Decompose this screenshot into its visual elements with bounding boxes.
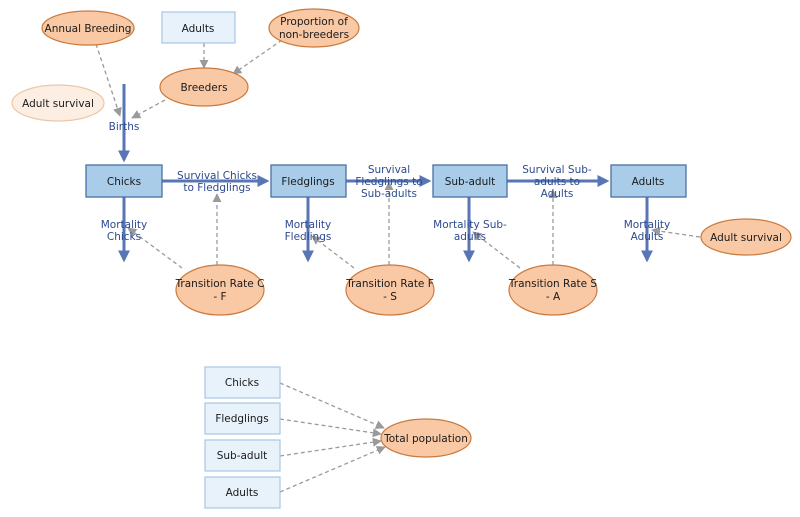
mortality-adults-label-2: Adults — [631, 231, 664, 243]
proportion-nonbreeders-variable[interactable]: Proportion of non-breeders — [268, 8, 360, 48]
survival-fledglings-label-1: Survival — [368, 164, 410, 176]
chicks-stock[interactable]: Chicks — [85, 164, 163, 198]
adults-ghost-label: Adults — [226, 487, 259, 499]
adult-survival-variable[interactable]: Adult survival — [700, 218, 792, 256]
adult-survival-faded-variable[interactable]: Adult survival — [11, 84, 105, 122]
survival-subadults-label-1: Survival Sub- — [522, 164, 592, 176]
mortality-adults-label-1: Mortality — [624, 219, 671, 231]
mortality-subadults-label-1: Mortality Sub- — [433, 219, 507, 231]
link-transition-cf-mortality — [127, 227, 183, 269]
chicks-ghost[interactable]: Chicks — [204, 366, 281, 399]
adult-survival-label: Adult survival — [710, 232, 782, 244]
link-chicks-total — [279, 382, 385, 429]
transition-rate-cf-label-2: - F — [213, 291, 226, 303]
total-population-label: Total population — [383, 433, 468, 445]
survival-fledglings-label-3: Sub-adults — [361, 188, 417, 200]
link-transition-sa-mortality — [472, 231, 521, 269]
link-adults-total — [279, 446, 386, 493]
breeders-variable[interactable]: Breeders — [159, 67, 249, 107]
fledglings-stock[interactable]: Fledglings — [270, 164, 347, 198]
chicks-ghost-label: Chicks — [225, 377, 259, 389]
mortality-chicks-label-2: Chicks — [107, 231, 141, 243]
mortality-chicks-label-1: Mortality — [101, 219, 148, 231]
transition-rate-sa-label-1: Transition Rate S — [508, 278, 598, 290]
survival-chicks-label-2: to Fledglings — [183, 182, 250, 194]
link-annual-breeding-births — [95, 43, 122, 117]
survival-subadults-label-2: adults to — [534, 176, 580, 188]
subadult-stock[interactable]: Sub-adult — [432, 164, 508, 198]
total-population-variable[interactable]: Total population — [380, 418, 472, 458]
adults-ghost[interactable]: Adults — [204, 476, 281, 509]
transition-rate-cf-variable[interactable]: Transition Rate C - F — [175, 264, 265, 316]
transition-rate-cf-label-1: Transition Rate C — [175, 278, 265, 290]
transition-rate-fs-variable[interactable]: Transition Rate F - S — [345, 264, 435, 316]
births-label: Births — [109, 121, 140, 133]
proportion-nonbreeders-label-2: non-breeders — [279, 29, 349, 41]
transition-rate-sa-variable[interactable]: Transition Rate S - A — [508, 264, 598, 316]
annual-breeding-label: Annual Breeding — [45, 23, 132, 35]
adults-stock-label: Adults — [632, 176, 665, 188]
adults-ghost-top-label: Adults — [182, 23, 215, 35]
adults-stock[interactable]: Adults — [610, 164, 687, 198]
mortality-subadults-label-2: adults — [454, 231, 486, 243]
proportion-nonbreeders-label-1: Proportion of — [280, 16, 348, 28]
subadult-stock-label: Sub-adult — [445, 176, 496, 188]
subadult-ghost-label: Sub-adult — [217, 450, 268, 462]
chicks-stock-label: Chicks — [107, 176, 141, 188]
transition-rate-sa-label-2: - A — [546, 291, 561, 303]
link-subadult-total — [279, 437, 382, 457]
survival-subadults-label-3: Adults — [541, 188, 574, 200]
mortality-fledglings-label-1: Mortality — [285, 219, 332, 231]
transition-rate-fs-label-2: - S — [383, 291, 397, 303]
fledglings-stock-label: Fledglings — [281, 176, 334, 188]
subadult-ghost[interactable]: Sub-adult — [204, 439, 281, 472]
fledglings-ghost[interactable]: Fledglings — [204, 402, 281, 435]
adults-ghost-top[interactable]: Adults — [161, 11, 236, 44]
mortality-fledglings-label-2: Fledlings — [285, 231, 332, 243]
breeders-label: Breeders — [180, 82, 227, 94]
survival-chicks-label-1: Survival Chicks — [177, 170, 257, 182]
link-transition-fs-mortality — [311, 235, 355, 269]
link-breeders-births — [131, 99, 166, 119]
link-fledglings-total — [279, 418, 382, 438]
link-proportion-breeders — [232, 39, 283, 75]
annual-breeding-variable[interactable]: Annual Breeding — [41, 10, 135, 46]
fledglings-ghost-label: Fledglings — [215, 413, 268, 425]
adult-survival-faded-label: Adult survival — [22, 98, 94, 110]
link-adult-survival-mortality — [651, 226, 701, 238]
survival-fledglings-label-2: Fledglings to — [355, 176, 422, 188]
transition-rate-fs-label-1: Transition Rate F — [345, 278, 434, 290]
